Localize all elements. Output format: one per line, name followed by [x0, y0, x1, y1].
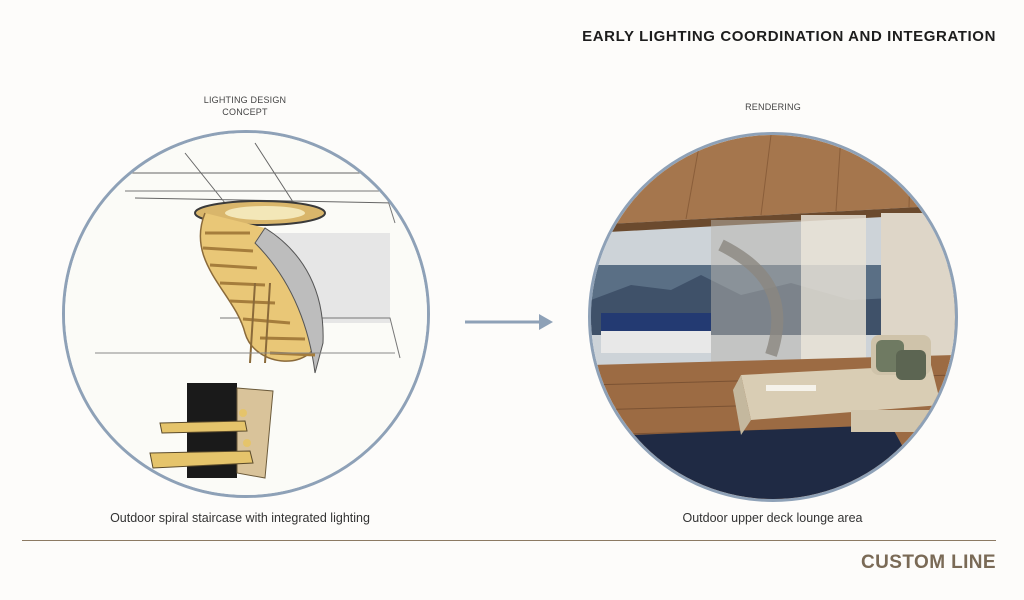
page-title: EARLY LIGHTING COORDINATION AND INTEGRAT… [582, 28, 996, 45]
left-panel-caption: Outdoor spiral staircase with integrated… [110, 511, 370, 525]
right-panel-caption: Outdoor upper deck lounge area [682, 511, 863, 525]
sketch-illustration [65, 133, 427, 495]
arrow-right-icon [465, 314, 553, 330]
left-panel-label: LIGHTING DESIGN CONCEPT [185, 94, 305, 118]
rendering-illustration [591, 135, 955, 499]
rendering-image [588, 132, 958, 502]
sketch-image [62, 130, 430, 498]
left-panel-label-line2: CONCEPT [222, 107, 268, 117]
left-panel-label-line1: LIGHTING DESIGN [203, 95, 287, 105]
right-panel-label: RENDERING [745, 102, 801, 112]
footer-divider [22, 540, 996, 541]
brand-logo: CUSTOM LINE [861, 552, 996, 573]
